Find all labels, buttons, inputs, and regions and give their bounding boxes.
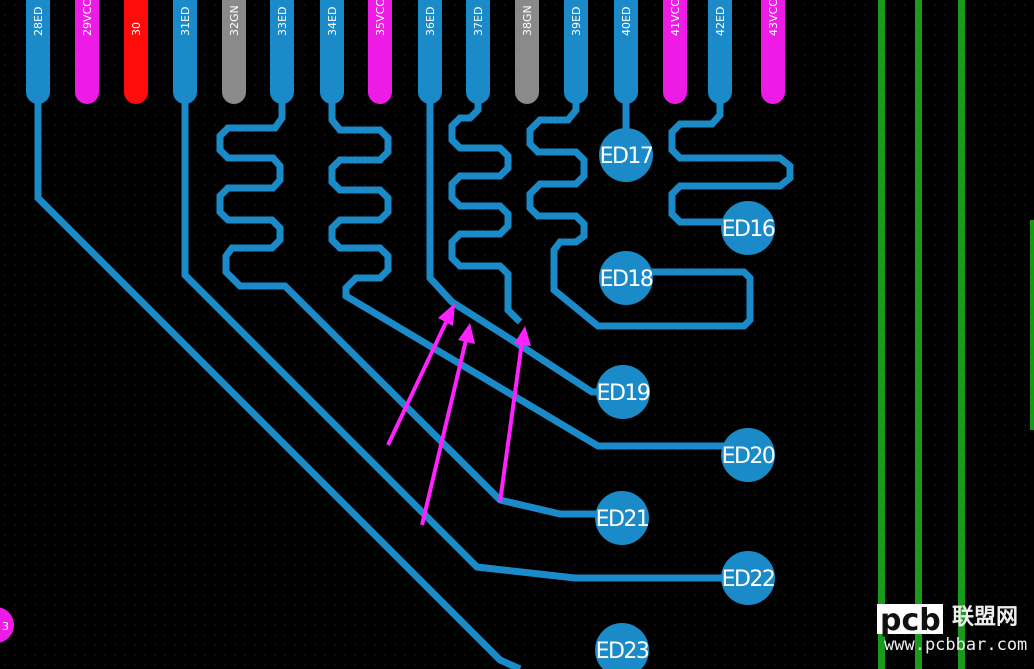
watermark-logo: pcb xyxy=(880,603,941,638)
via-label: ED23 xyxy=(596,639,649,664)
edge-pad[interactable]: 3 xyxy=(0,607,14,643)
pin-label: 35VCC xyxy=(374,0,387,36)
pin-pad-p33[interactable]: 33ED xyxy=(270,0,294,104)
trace-ed23[interactable] xyxy=(34,95,522,669)
trace-pin37[interactable] xyxy=(448,95,523,325)
pin-pad-p37[interactable]: 37ED xyxy=(466,0,490,104)
via-label: ED19 xyxy=(597,381,650,406)
traces xyxy=(34,95,794,669)
trace-ed16[interactable] xyxy=(668,95,794,226)
power-rail[interactable] xyxy=(878,0,885,669)
via-ed23[interactable]: ED23 xyxy=(595,623,650,669)
trace-ed18[interactable] xyxy=(526,95,754,330)
pin-label: 41VCC xyxy=(669,0,682,36)
pin-label: 39ED xyxy=(570,7,583,36)
arrow-annotation xyxy=(420,323,475,526)
power-rail[interactable] xyxy=(958,0,965,669)
via-ed22[interactable]: ED22 xyxy=(721,551,776,605)
via-label: ED20 xyxy=(722,444,775,469)
pin-label: 30 xyxy=(130,22,143,36)
via-label: ED18 xyxy=(600,267,653,292)
pin-label: 37ED xyxy=(472,7,485,36)
pin-label: 42ED xyxy=(714,7,727,36)
pin-pad-p29[interactable]: 29VCC xyxy=(75,0,99,104)
trace-ed21[interactable] xyxy=(216,95,622,518)
via-ed19[interactable]: ED19 xyxy=(596,365,651,419)
via-ed18[interactable]: ED18 xyxy=(599,251,654,305)
pin-pad-p42[interactable]: 42ED xyxy=(708,0,732,104)
pin-label: 29VCC xyxy=(81,0,94,36)
pin-label: 40ED xyxy=(620,7,633,36)
pin-label: 31ED xyxy=(179,7,192,36)
pin-pad-p39[interactable]: 39ED xyxy=(564,0,588,104)
pin-row: 28ED 29VCC 30 31ED 32GN 33ED 34ED 35VCC 36ED 37ED… xyxy=(26,0,785,104)
edge-pad-label: 3 xyxy=(2,620,9,633)
pin-pad-p32[interactable]: 32GN xyxy=(222,0,246,104)
pin-label: 36ED xyxy=(424,7,437,36)
trace-ed22[interactable] xyxy=(181,95,748,582)
via-ed16[interactable]: ED16 xyxy=(721,201,776,255)
watermark-logo-box xyxy=(877,604,943,634)
watermark-url: www.pcbbar.com xyxy=(884,635,1027,655)
via-label: ED22 xyxy=(722,567,775,592)
via-ed20[interactable]: ED20 xyxy=(721,428,776,482)
pin-pad-p35[interactable]: 35VCC xyxy=(368,0,392,104)
pin-label: 28ED xyxy=(32,7,45,36)
power-rails xyxy=(878,0,965,669)
pin-pad-p36[interactable]: 36ED xyxy=(418,0,442,104)
pin-pad-p38[interactable]: 38GN xyxy=(515,0,539,104)
pin-label: 33ED xyxy=(276,7,289,36)
via-label: ED17 xyxy=(600,144,653,169)
power-rail[interactable] xyxy=(915,0,922,669)
pin-pad-p40[interactable]: 40ED xyxy=(614,0,638,104)
pin-pad-p41[interactable]: 41VCC xyxy=(663,0,687,104)
pin-pad-p31[interactable]: 31ED xyxy=(173,0,197,104)
pin-pad-p30[interactable]: 30 xyxy=(124,0,148,104)
via-ed17[interactable]: ED17 xyxy=(599,128,654,182)
arrow-annotation xyxy=(498,326,531,503)
via-label: ED21 xyxy=(596,507,649,532)
pin-label: 38GN xyxy=(521,5,534,36)
annotation-arrows xyxy=(386,303,531,526)
trace-ed20[interactable] xyxy=(328,95,748,450)
via-ed21[interactable]: ED21 xyxy=(595,491,650,545)
watermark-cn: 联盟网 xyxy=(952,605,1018,630)
pin-label: 32GN xyxy=(228,5,241,36)
pin-label: 43VCC xyxy=(767,0,780,36)
pin-pad-p34[interactable]: 34ED xyxy=(320,0,344,104)
pin-pad-p43[interactable]: 43VCC xyxy=(761,0,785,104)
via-label: ED16 xyxy=(722,217,775,242)
pin-label: 34ED xyxy=(326,7,339,36)
watermark: pcb 联盟网 www.pcbbar.com xyxy=(877,603,1027,655)
pin-pad-p28[interactable]: 28ED xyxy=(26,0,50,104)
arrow-annotation xyxy=(386,303,455,446)
edge-green-pad[interactable] xyxy=(1030,220,1034,430)
